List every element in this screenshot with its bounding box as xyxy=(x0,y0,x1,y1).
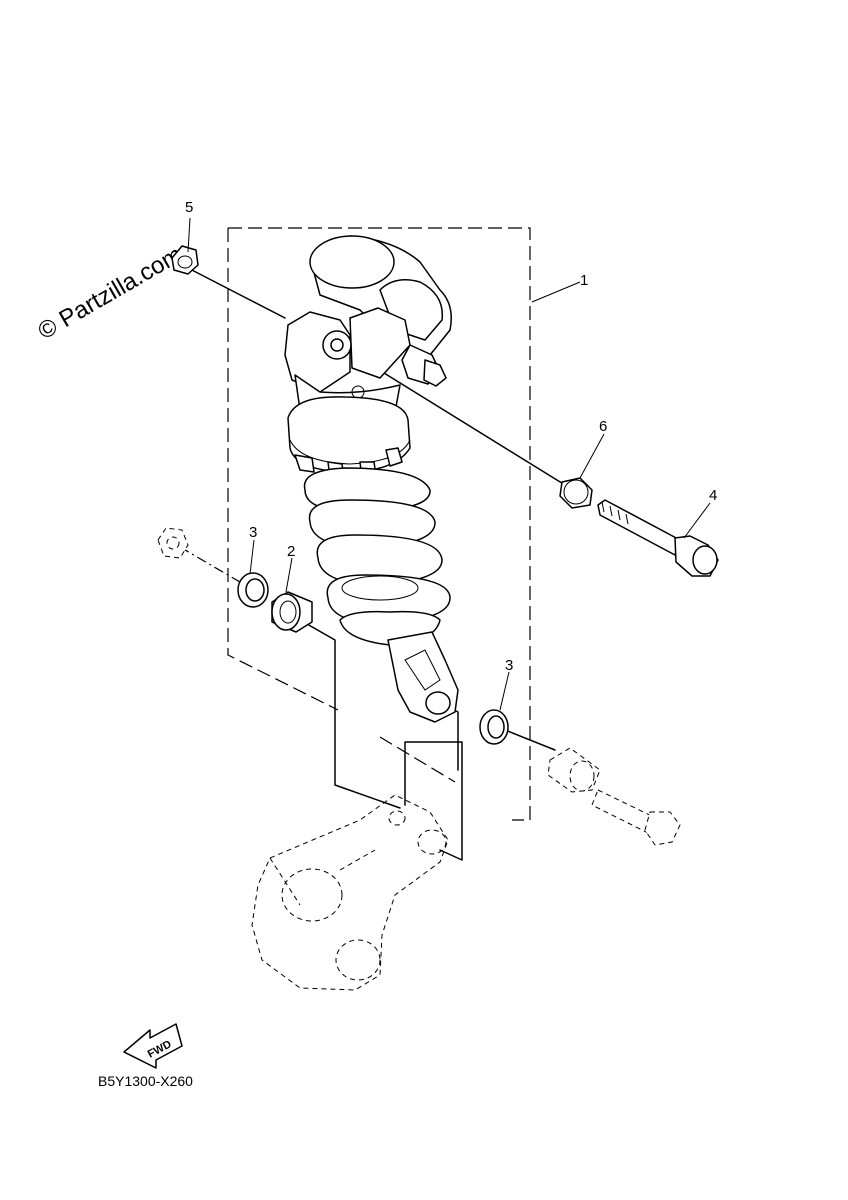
fwd-arrow-icon: FWD xyxy=(123,1023,183,1069)
collar-bolt-ghost xyxy=(547,747,681,846)
callout-3-left: 3 xyxy=(249,524,257,541)
nut-part-5 xyxy=(171,245,199,275)
bearing-part-2 xyxy=(271,591,313,633)
callout-1: 1 xyxy=(580,272,588,289)
nut-ghost xyxy=(157,527,189,559)
bolt-part-4 xyxy=(597,499,719,577)
diagram-code: B5Y1300-X260 xyxy=(98,1073,193,1089)
collar-part-6 xyxy=(559,477,593,509)
alignment-lines-dashdot xyxy=(179,546,246,586)
rear-shock-absorber xyxy=(284,235,459,723)
linkage-arm-ghost xyxy=(251,794,449,991)
oil-seal-left-part-3 xyxy=(237,572,269,608)
oil-seal-right-part-3 xyxy=(479,709,509,745)
callout-3-right: 3 xyxy=(505,657,513,674)
watermark-text: © Partzilla.com xyxy=(34,241,188,345)
assembly-boundary xyxy=(227,227,531,821)
callout-leaders xyxy=(187,217,711,711)
callout-2: 2 xyxy=(287,543,295,560)
callout-5: 5 xyxy=(185,199,193,216)
callout-6: 6 xyxy=(599,418,607,435)
callout-4: 4 xyxy=(709,487,717,504)
